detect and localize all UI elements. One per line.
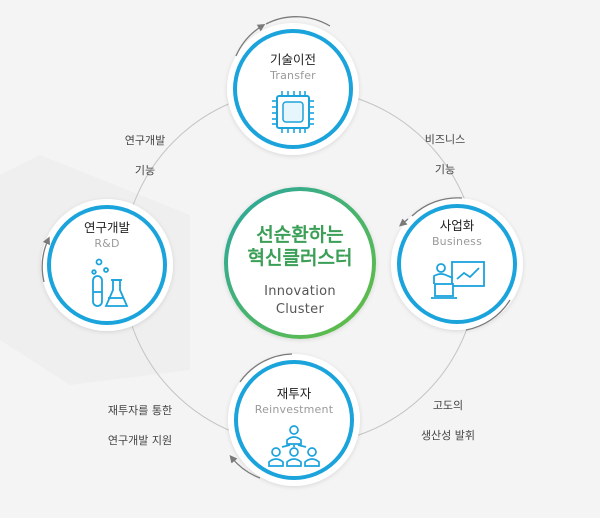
center-subtitle-line1: Innovation	[264, 284, 336, 299]
node-reinvestment-ko: 재투자	[276, 386, 312, 401]
node-rnd-ko: 연구개발	[83, 220, 130, 235]
node-rnd-en: R&D	[94, 237, 120, 250]
connector-bottom-right-line2: 생산성 발휘	[420, 429, 476, 442]
connector-top-right: 비즈니스 기능	[400, 117, 490, 192]
node-transfer-en: Transfer	[270, 69, 316, 82]
connector-bottom-left-line2: 연구개발 지원	[107, 434, 173, 447]
node-business-en: Business	[431, 235, 483, 248]
node-transfer-label: 기술이전 Transfer	[241, 52, 345, 83]
center-circle	[224, 187, 376, 339]
node-rnd-circle	[41, 199, 173, 331]
presentation-icon	[431, 261, 485, 299]
center-title-line2: 혁신클러스터	[247, 247, 353, 269]
connector-top-right-line1: 비즈니스	[424, 133, 466, 146]
node-rnd-label: 연구개발 R&D	[55, 220, 159, 251]
node-business-label: 사업화 Business	[405, 218, 509, 249]
connector-bottom-left: 재투자를 통한 연구개발 지원	[80, 388, 200, 463]
connector-bottom-left-line1: 재투자를 통한	[107, 404, 173, 417]
chip-icon	[272, 91, 314, 133]
connector-top-left-line2: 기능	[134, 164, 156, 177]
center-subtitle-line2: Cluster	[275, 302, 325, 317]
node-reinvestment-label: 재투자 Reinvestment	[242, 386, 346, 417]
connector-top-left: 연구개발 기능	[100, 118, 190, 193]
connector-bottom-right-line1: 고도의	[432, 399, 464, 412]
node-transfer-circle	[227, 16, 359, 155]
center-title-line1: 선순환하는	[256, 224, 344, 246]
connector-top-right-line2: 기능	[434, 163, 456, 176]
connector-bottom-right: 고도의 생산성 발휘	[398, 383, 498, 458]
node-reinvestment-en: Reinvestment	[254, 403, 334, 416]
lab-flask-icon	[91, 258, 129, 307]
node-reinvestment-circle	[228, 353, 360, 486]
node-business-ko: 사업화	[439, 218, 475, 233]
people-network-icon	[268, 425, 320, 467]
connector-top-left-line1: 연구개발	[124, 134, 166, 147]
node-transfer-ko: 기술이전	[269, 52, 316, 67]
